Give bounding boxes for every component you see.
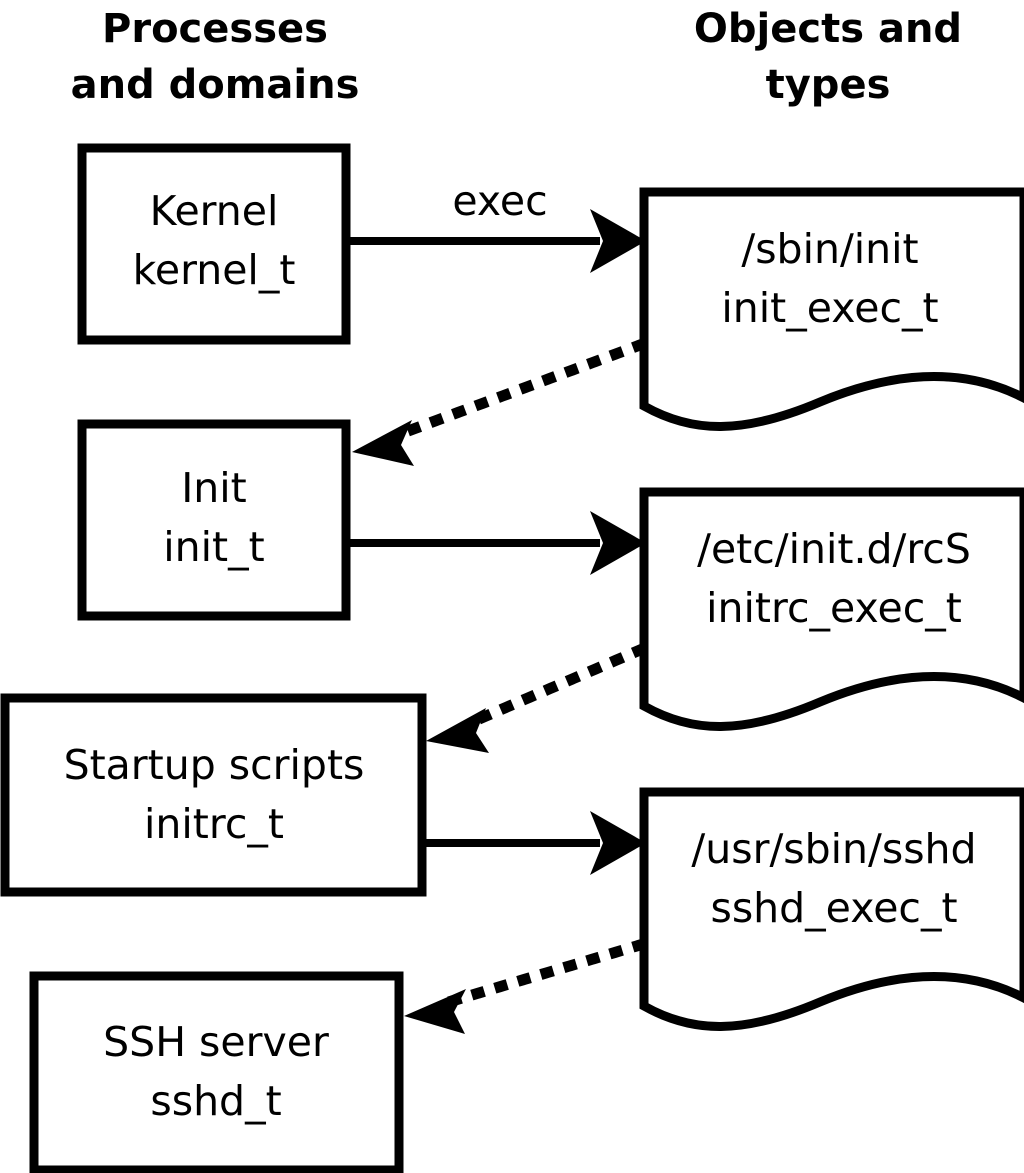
node-kernel[interactable]: Kernel kernel_t [77,143,351,345]
node-initrc-exec-type: initrc_exec_t [706,584,962,632]
edge-line [464,642,648,730]
edge-init-exec-initrc-exec [350,511,646,575]
node-sshd-exec-path: /usr/sbin/sshd [691,825,976,873]
arrow-head-icon [404,989,466,1034]
edge-label-exec: exec [452,177,547,225]
node-ssh-server-label: SSH server [103,1018,329,1066]
edge-initrc-exec-to-initrc [426,642,648,753]
column-header-objects-line1: Objects and [694,6,962,52]
node-sshd-exec-type: sshd_exec_t [710,884,957,932]
node-startup-scripts-label: Startup scripts [64,741,365,789]
node-sshd-exec-document-shape[interactable] [639,787,1024,1031]
node-ssh-server-box[interactable] [29,971,404,1173]
node-startup-scripts-type: initrc_t [144,800,284,848]
column-header-objects: Objects and types [694,6,962,108]
node-init-exec-type: init_exec_t [721,284,938,332]
node-init-label: Init [181,464,247,512]
arrow-head-icon [426,708,489,753]
node-init-exec[interactable]: /sbin/init init_exec_t [639,187,1024,431]
node-initrc-exec-path: /etc/init.d/rcS [697,525,971,573]
edge-line [445,938,647,1008]
node-init-exec-document-shape[interactable] [639,187,1024,431]
node-init-box[interactable] [77,419,351,621]
edge-sshd-exec-to-sshd [404,938,647,1034]
node-startup-scripts[interactable]: Startup scripts initrc_t [0,693,427,897]
edge-kernel-exec-init-exec: exec [350,177,646,273]
node-init-type: init_t [163,523,264,571]
column-header-processes-line2: and domains [71,62,360,108]
node-ssh-server-type: sshd_t [150,1077,281,1125]
node-init[interactable]: Init init_t [77,419,351,621]
node-kernel-label: Kernel [150,187,279,235]
node-initrc-exec-document-shape[interactable] [639,487,1024,731]
node-kernel-type: kernel_t [133,246,296,294]
column-header-objects-line2: types [766,62,891,108]
edge-line [392,337,648,442]
edge-init-exec-to-init [352,337,648,466]
node-kernel-box[interactable] [77,143,351,345]
node-init-exec-path: /sbin/init [741,225,918,273]
arrow-head-icon [590,209,646,273]
node-startup-scripts-box[interactable] [0,693,427,897]
arrow-head-icon [590,811,646,875]
node-ssh-server[interactable]: SSH server sshd_t [29,971,404,1173]
column-header-processes-line1: Processes [102,6,328,52]
arrow-head-icon [352,420,414,466]
edge-initrc-exec-sshd-exec [426,811,646,875]
column-header-processes: Processes and domains [71,6,360,108]
node-sshd-exec[interactable]: /usr/sbin/sshd sshd_exec_t [639,787,1024,1031]
node-initrc-exec[interactable]: /etc/init.d/rcS initrc_exec_t [639,487,1024,731]
arrow-head-icon [590,511,646,575]
